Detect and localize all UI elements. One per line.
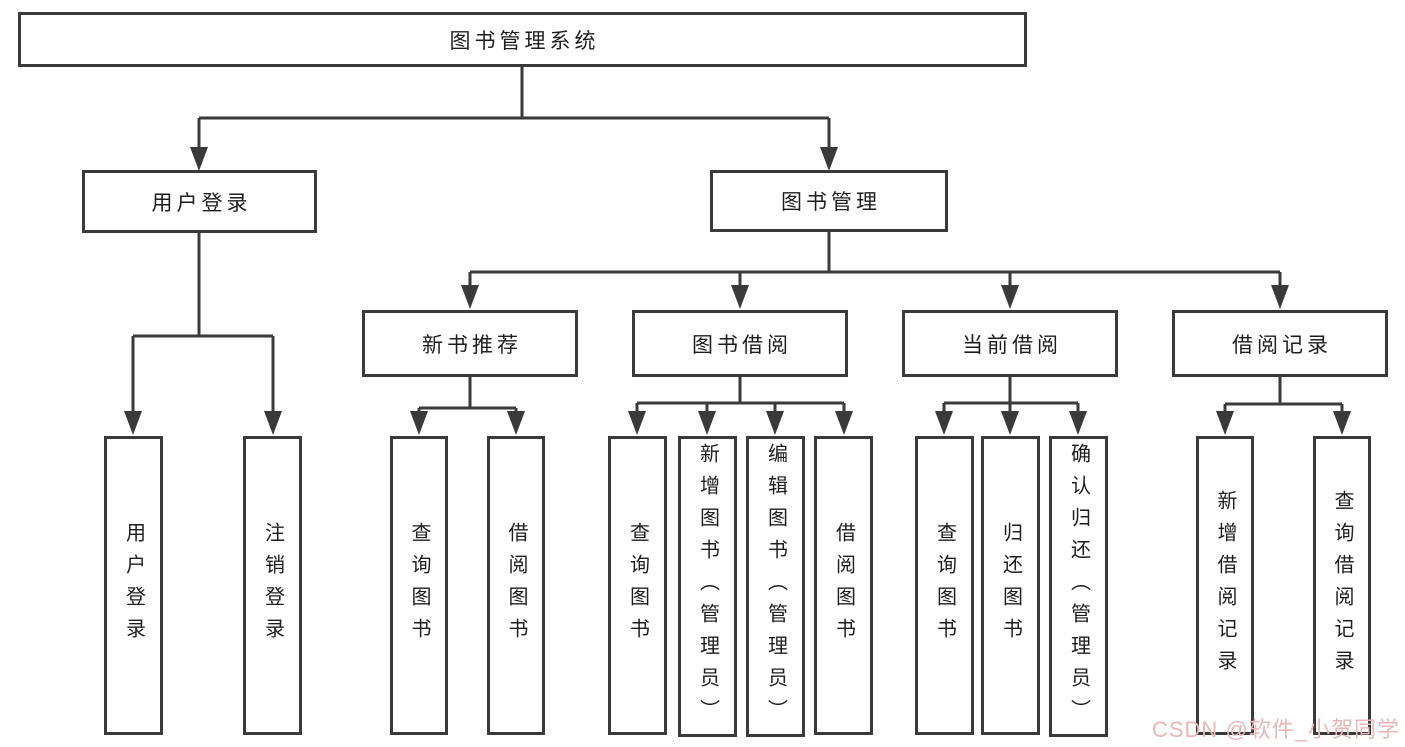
node-book-borrowing: 图书借阅	[632, 310, 848, 377]
node-current-borrowing: 当前借阅	[902, 310, 1118, 377]
leaf-logout: 注销登录	[243, 436, 302, 735]
node-library-management-system: 图书管理系统	[18, 12, 1027, 67]
leaf-add-borrowing-record: 新增借阅记录	[1196, 436, 1254, 735]
leaf-query-books-recommendation: 查询图书	[390, 436, 448, 735]
leaf-add-book-admin: 新增图书（管理员）	[678, 436, 737, 737]
node-book-management: 图书管理	[710, 170, 948, 232]
node-user-login: 用户登录	[82, 170, 317, 233]
leaf-query-books-borrowing: 查询图书	[608, 436, 667, 735]
leaf-query-books-current: 查询图书	[915, 436, 974, 735]
watermark: CSDN @软件_小贺同学	[1151, 717, 1400, 742]
arrowheads	[124, 147, 1351, 435]
node-new-book-recommendation: 新书推荐	[362, 310, 578, 377]
leaf-query-borrowing-record: 查询借阅记录	[1313, 436, 1371, 735]
leaf-user-login: 用户登录	[104, 436, 163, 735]
leaf-return-books: 归还图书	[981, 436, 1040, 735]
leaf-confirm-return-admin: 确认归还（管理员）	[1049, 436, 1108, 737]
node-borrowing-records: 借阅记录	[1172, 310, 1388, 377]
leaf-borrow-books: 借阅图书	[814, 436, 873, 735]
leaf-edit-book-admin: 编辑图书（管理员）	[746, 436, 805, 737]
leaf-borrow-books-recommendation: 借阅图书	[487, 436, 545, 735]
